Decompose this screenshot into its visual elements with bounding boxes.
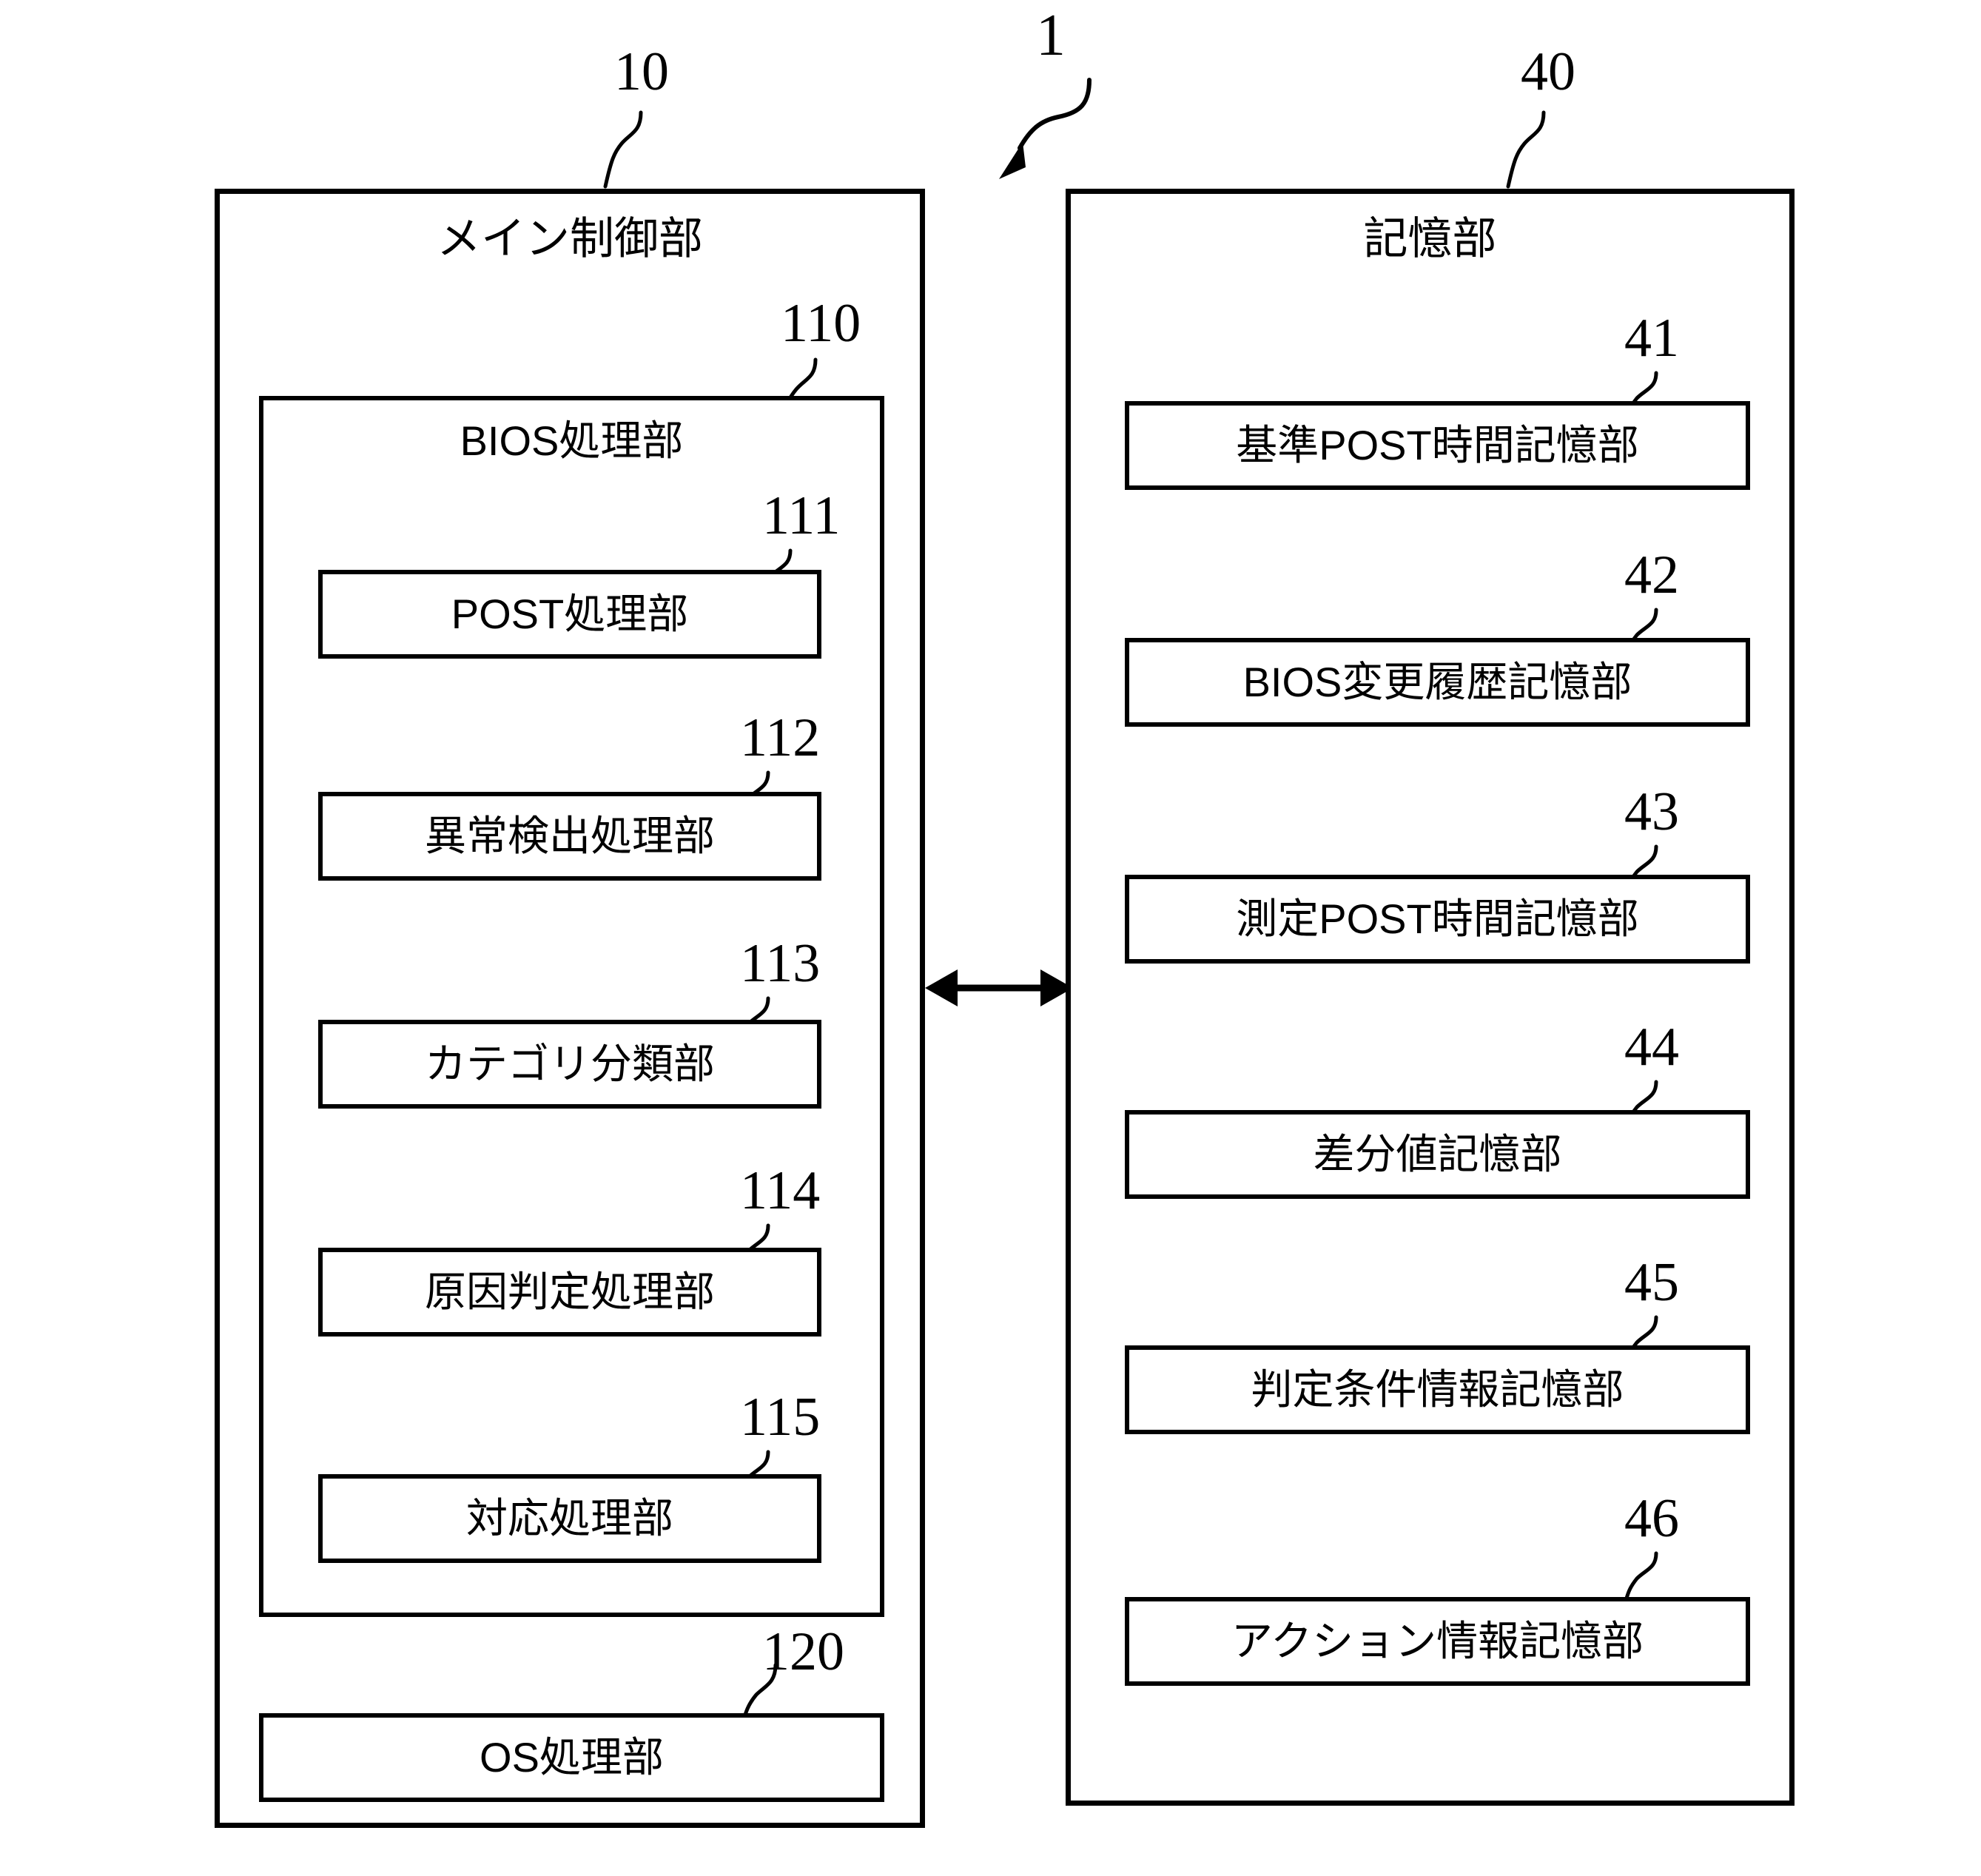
box-judgement-condition-store: 判定条件情報記憶部 xyxy=(1125,1345,1750,1434)
box-anomaly-detector: 異常検出処理部 xyxy=(318,792,821,881)
reference-numeral-cause-determiner: 114 xyxy=(740,1160,821,1221)
box-category-classifier: カテゴリ分類部 xyxy=(318,1020,821,1109)
box-difference-value-store-label: 差分値記憶部 xyxy=(1313,1131,1562,1178)
box-measured-post-time-store: 測定POST時間記憶部 xyxy=(1125,875,1750,964)
reference-numeral-system: 1 xyxy=(1036,3,1066,68)
box-judgement-condition-store-label: 判定条件情報記憶部 xyxy=(1251,1366,1624,1413)
box-category-classifier-label: カテゴリ分類部 xyxy=(425,1040,715,1088)
reference-numeral-storage: 40 xyxy=(1521,41,1575,102)
box-post-processor-label: POST処理部 xyxy=(451,591,689,638)
reference-numeral-judgement-condition-store: 45 xyxy=(1624,1252,1679,1313)
box-response-handler-label: 対応処理部 xyxy=(466,1495,673,1542)
reference-numeral-anomaly-detector: 112 xyxy=(740,707,821,768)
box-bios-change-history-store-label: BIOS変更履歴記憶部 xyxy=(1242,659,1632,706)
reference-numeral-post-processor: 111 xyxy=(762,485,841,546)
reference-numeral-bios-section: 110 xyxy=(781,293,861,354)
reference-numeral-reference-post-time-store: 41 xyxy=(1624,308,1679,369)
reference-numeral-action-information-store: 46 xyxy=(1624,1488,1679,1549)
box-difference-value-store: 差分値記憶部 xyxy=(1125,1110,1750,1199)
box-measured-post-time-store-label: 測定POST時間記憶部 xyxy=(1236,895,1639,943)
reference-numeral-bios-change-history-store: 42 xyxy=(1624,545,1679,605)
storage-title: 記憶部 xyxy=(1363,214,1497,263)
main-control-title: メイン制御部 xyxy=(437,214,703,263)
box-os-processor: OS処理部 xyxy=(259,1713,884,1802)
box-post-processor: POST処理部 xyxy=(318,570,821,659)
bios-processing-title: BIOS処理部 xyxy=(460,417,684,464)
reference-numeral-category-classifier: 113 xyxy=(740,933,821,994)
box-anomaly-detector-label: 異常検出処理部 xyxy=(425,813,715,860)
main-control-leader-line xyxy=(603,110,643,189)
storage-leader-line xyxy=(1506,110,1546,189)
box-response-handler: 対応処理部 xyxy=(318,1474,821,1563)
box-reference-post-time-store-label: 基準POST時間記憶部 xyxy=(1236,422,1639,469)
box-reference-post-time-store: 基準POST時間記憶部 xyxy=(1125,401,1750,490)
reference-numeral-response-handler: 115 xyxy=(740,1387,821,1448)
box-cause-determiner: 原因判定処理部 xyxy=(318,1248,821,1337)
box-cause-determiner-label: 原因判定処理部 xyxy=(425,1268,715,1316)
box-action-information-store-label: アクション情報記憶部 xyxy=(1231,1618,1644,1665)
reference-numeral-difference-value-store: 44 xyxy=(1624,1017,1679,1077)
system-leader-arrow xyxy=(999,78,1092,179)
bidirectional-connector-arrow xyxy=(925,969,1073,1006)
box-os-processor-label: OS処理部 xyxy=(480,1734,664,1781)
box-action-information-store: アクション情報記憶部 xyxy=(1125,1597,1750,1686)
reference-numeral-os-processor: 120 xyxy=(762,1621,844,1682)
box-bios-change-history-store: BIOS変更履歴記憶部 xyxy=(1125,638,1750,727)
reference-numeral-measured-post-time-store: 43 xyxy=(1624,781,1679,842)
reference-numeral-main-control: 10 xyxy=(614,41,669,102)
